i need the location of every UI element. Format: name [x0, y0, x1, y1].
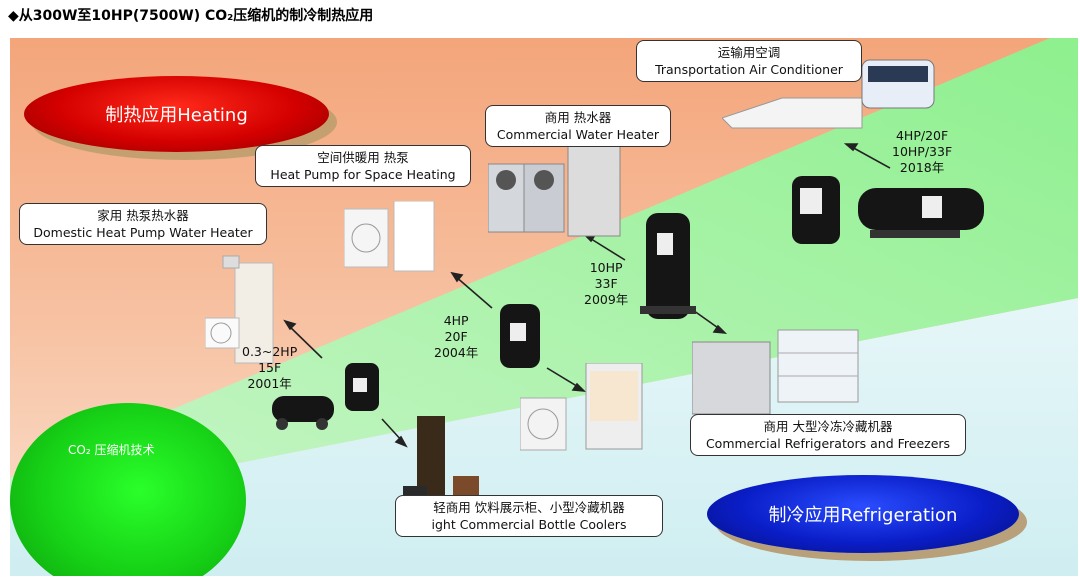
- spec-2001-hp: 0.3~2HP: [242, 344, 298, 359]
- bottle-cooler-box: 轻商用 饮料展示柜、小型冷藏机器 ight Commercial Bottle …: [395, 495, 663, 537]
- diagram-stage: 制热应用Heating 制冷应用Refrigeration CO₂ 压缩机技术 …: [10, 38, 1078, 576]
- transport-en: Transportation Air Conditioner: [655, 62, 843, 77]
- bottle-en: ight Commercial Bottle Coolers: [431, 517, 627, 532]
- compressor-2004: [500, 304, 540, 368]
- space-heating-cn: 空间供暖用 热泵: [317, 150, 409, 165]
- spec-2009-f: 33F: [594, 276, 618, 291]
- transport-box: 运输用空调 Transportation Air Conditioner: [636, 40, 862, 82]
- compressor-2009: [640, 213, 696, 319]
- domestic-cn: 家用 热泵热水器: [97, 208, 189, 223]
- compressor-2018: [792, 176, 984, 244]
- spec-2009: 10HP 33F 2009年: [584, 260, 628, 308]
- freezers-en: Commercial Refrigerators and Freezers: [705, 436, 951, 451]
- freezers-cn: 商用 大型冷冻冷藏机器: [763, 419, 893, 434]
- freezer-image: [692, 329, 859, 415]
- spec-2004-hp: 4HP: [443, 313, 469, 328]
- refrigeration-label: 制冷应用Refrigeration: [768, 505, 958, 526]
- spec-2009-hp: 10HP: [589, 260, 623, 275]
- space-heating-box: 空间供暖用 热泵 Heat Pump for Space Heating: [255, 145, 471, 187]
- co2-label: CO₂ 压缩机技术: [68, 443, 155, 457]
- heating-label: 制热应用Heating: [105, 105, 248, 126]
- space-heat-pump-image: [344, 201, 435, 272]
- spec-2018-f: 10HP/33F: [892, 144, 953, 159]
- water-heater-cn: 商用 热水器: [544, 110, 612, 125]
- spec-2001: 0.3~2HP 15F 2001年: [242, 344, 297, 392]
- domestic-box: 家用 热泵热水器 Domestic Heat Pump Water Heater: [19, 203, 267, 245]
- bottle-cn: 轻商用 饮料展示柜、小型冷藏机器: [433, 500, 625, 515]
- refrigeration-ellipse: 制冷应用Refrigeration: [707, 475, 1019, 553]
- spec-2001-year: 2001年: [247, 376, 292, 391]
- spec-2004: 4HP 20F 2004年: [434, 313, 478, 361]
- spec-2004-f: 20F: [444, 329, 468, 344]
- domestic-heater-image: [205, 255, 274, 364]
- bottle-cooler-image: [520, 363, 643, 451]
- compressor-2001: [272, 363, 379, 430]
- freezers-box: 商用 大型冷冻冷藏机器 Commercial Refrigerators and…: [690, 414, 966, 456]
- spec-2018: 4HP/20F 10HP/33F 2018年: [892, 128, 952, 176]
- water-heater-en: Commercial Water Heater: [496, 127, 660, 142]
- space-heating-en: Heat Pump for Space Heating: [270, 167, 456, 182]
- water-heater-image: [488, 146, 621, 237]
- heating-ellipse: 制热应用Heating: [24, 76, 329, 152]
- spec-2009-year: 2009年: [584, 292, 629, 307]
- transport-vehicles-image: [722, 59, 935, 129]
- domestic-en: Domestic Heat Pump Water Heater: [33, 225, 253, 240]
- water-heater-box: 商用 热水器 Commercial Water Heater: [485, 105, 671, 147]
- spec-2001-f: 15F: [258, 360, 282, 375]
- spec-2018-hp: 4HP/20F: [895, 128, 949, 143]
- spec-2018-year: 2018年: [899, 160, 945, 175]
- spec-2004-year: 2004年: [434, 345, 479, 360]
- transport-cn: 运输用空调: [717, 45, 781, 60]
- co2-ellipse: [10, 403, 246, 576]
- page-title: ◆从300W至10HP(7500W) CO₂压缩机的制冷制热应用: [8, 8, 374, 24]
